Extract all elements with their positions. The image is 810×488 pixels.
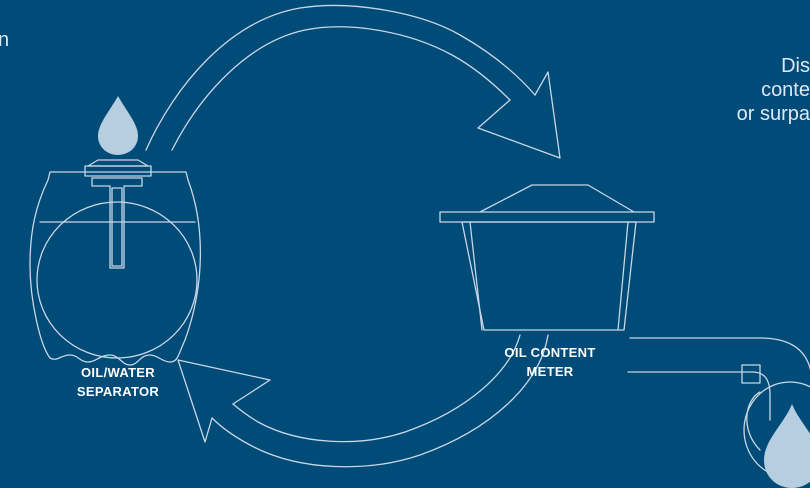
separator-label-line-2: SEPARATOR — [76, 384, 160, 399]
discharge-pipe-shape — [627, 337, 810, 488]
meter-label-line-1: OIL CONTENT — [504, 345, 596, 360]
oil-droplet-icon — [98, 96, 138, 155]
recirculation-arrow-top — [145, 4, 561, 159]
left-edge-text: n — [0, 29, 10, 51]
meter-label: OIL CONTENT METER — [480, 343, 620, 381]
right-edge-line-3: or surpa — [736, 103, 810, 125]
right-edge-text: Dis conte or surpa — [737, 54, 810, 126]
separator-label: OIL/WATER SEPARATOR — [58, 363, 178, 401]
separator-label-line-1: OIL/WATER — [81, 365, 155, 380]
oil-water-separator-shape — [29, 96, 202, 366]
meter-label-line-2: METER — [526, 364, 574, 379]
right-edge-line-2: conte — [761, 79, 810, 101]
recirculation-arrow-bottom — [177, 334, 549, 468]
discharge-droplet-icon — [764, 404, 810, 488]
oil-content-meter-shape — [439, 184, 655, 331]
right-edge-line-1: Dis — [781, 55, 810, 77]
